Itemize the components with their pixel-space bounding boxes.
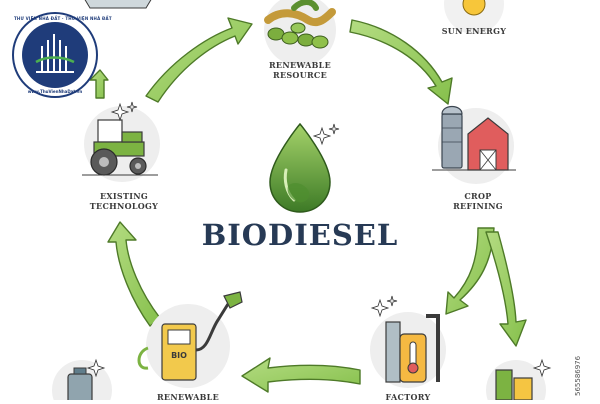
sparkle-icon [312,123,340,146]
barn-silo-icon [432,105,516,184]
badge-logo [22,22,88,88]
building-logo-icon [35,34,75,73]
soybean-icon [264,0,336,66]
drop-icon [269,122,331,213]
stock-id: 565586976 [574,355,582,396]
factory-icon [370,295,446,388]
label-sun-energy: SUN ENERGY [441,26,507,36]
cycle-arrows [89,17,527,393]
arrow-left-up [89,69,109,99]
arrow-tractor-to-renewable [145,17,253,103]
carton-icon [486,358,552,400]
badge-bottom-text: www.ThuVienNhaDat.vn [27,89,83,94]
diagram-title: BIODIESEL [201,218,399,252]
arrow-crop-to-products [485,231,527,347]
drop-globe-land [287,183,310,203]
sun-icon [444,0,504,34]
fuel-pump-icon: BIO [137,291,243,388]
svg-text:BIO: BIO [171,351,187,360]
biodiesel-drop [269,122,340,213]
arrow-factory-to-pump [241,357,361,393]
arrow-crop-to-factory [445,227,495,315]
watermark-badge: THƯ VIỆN NHÀ ĐẤT · THƯ VIỆN NHÀ ĐẤT www.… [12,12,112,98]
label-renewable-bottom: RENEWABLE [156,392,220,402]
bottle-icon [52,358,112,400]
arrow-pump-to-tractor [107,221,161,327]
top-left-node-icon [84,0,152,9]
label-factory: FACTORY [385,392,431,402]
tractor-icon [82,101,160,182]
badge-top-text: THƯ VIỆN NHÀ ĐẤT · THƯ VIỆN NHÀ ĐẤT [14,16,112,21]
arrow-renewable-to-crop [349,19,453,105]
stock-id-wrapper: 565586976 [574,356,600,404]
